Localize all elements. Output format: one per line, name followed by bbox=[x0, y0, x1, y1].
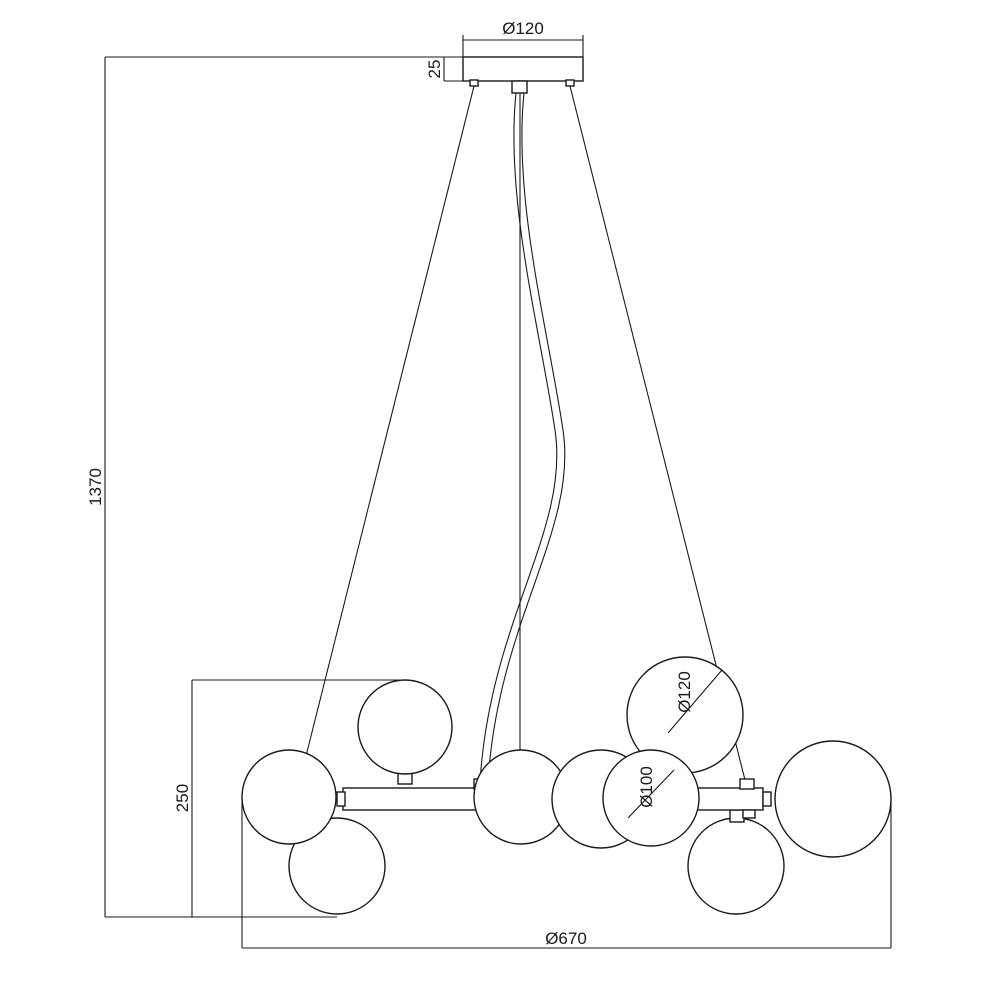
dimension-overall-diameter: Ø670 bbox=[241, 797, 892, 949]
canopy-diameter-label: Ø120 bbox=[502, 19, 544, 38]
globe-lower-right bbox=[687, 817, 785, 915]
fixture-height-label: 250 bbox=[173, 784, 192, 812]
end-globes bbox=[241, 740, 892, 858]
upper-globes bbox=[357, 656, 744, 785]
overall-diameter-label: Ø670 bbox=[545, 929, 587, 948]
globe-end-left bbox=[241, 749, 337, 845]
dimension-globe-small: Ø100 bbox=[627, 766, 675, 819]
total-height-label: 1370 bbox=[86, 468, 105, 506]
globe-lower-left bbox=[288, 817, 386, 915]
middle-globes bbox=[473, 749, 700, 849]
globe-middle-c bbox=[602, 749, 700, 847]
suspension-cables bbox=[299, 85, 746, 781]
globe-small-label: Ø100 bbox=[637, 766, 656, 808]
lower-globes bbox=[288, 809, 785, 915]
power-cord bbox=[479, 92, 566, 783]
canopy-height-label: 25 bbox=[425, 60, 444, 79]
dimension-globe-large: Ø120 bbox=[667, 669, 723, 734]
dimension-canopy-diameter: Ø120 bbox=[462, 19, 584, 57]
dimension-total-height: 1370 bbox=[86, 56, 463, 918]
globe-end-right bbox=[774, 740, 892, 858]
globe-upper-left bbox=[357, 679, 453, 775]
dimension-fixture-height: 250 bbox=[173, 679, 405, 917]
globe-large-label: Ø120 bbox=[675, 671, 694, 713]
dimension-canopy-height: 25 bbox=[425, 56, 463, 82]
ceiling-canopy bbox=[462, 56, 584, 94]
